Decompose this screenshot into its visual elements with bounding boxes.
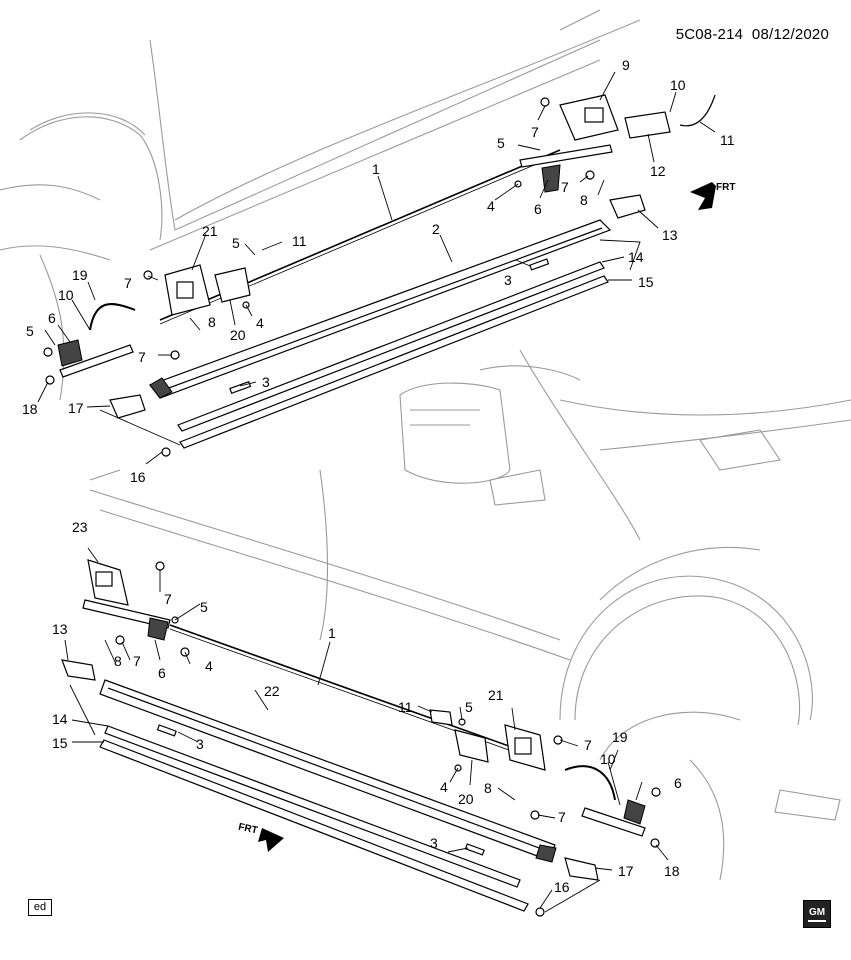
callout-3: 3 xyxy=(262,374,270,390)
callout-7: 7 xyxy=(164,591,172,607)
callout-7: 7 xyxy=(584,737,592,753)
callout-11: 11 xyxy=(398,699,413,715)
diagram-header: 5C08-214 08/12/2020 xyxy=(676,26,829,43)
doc-id: 5C08-214 xyxy=(675,26,744,43)
ed-label: ed xyxy=(28,899,52,916)
callout-22: 22 xyxy=(264,683,280,699)
callout-23: 23 xyxy=(72,519,88,535)
callout-19: 19 xyxy=(612,729,628,745)
callout-6: 6 xyxy=(48,310,56,326)
callout-8: 8 xyxy=(484,780,492,796)
callout-16: 16 xyxy=(130,469,146,485)
callout-5: 5 xyxy=(232,235,240,251)
callout-5: 5 xyxy=(465,699,473,715)
callout-20: 20 xyxy=(230,327,246,343)
callout-18: 18 xyxy=(664,863,680,879)
callout-9: 9 xyxy=(622,57,630,73)
callout-3: 3 xyxy=(196,736,204,752)
frt-label-bottom: FRT xyxy=(237,822,258,837)
callout-4: 4 xyxy=(487,198,495,214)
callout-5: 5 xyxy=(26,323,34,339)
callout-8: 8 xyxy=(208,314,216,330)
callout-7: 7 xyxy=(124,275,132,291)
callout-3: 3 xyxy=(430,835,438,851)
callout-4: 4 xyxy=(205,658,213,674)
callout-14: 14 xyxy=(628,249,644,265)
callout-7: 7 xyxy=(531,124,539,140)
callout-13: 13 xyxy=(52,621,68,637)
callout-11: 11 xyxy=(292,233,307,249)
callout-17: 17 xyxy=(618,863,634,879)
callout-7: 7 xyxy=(561,179,569,195)
callout-11: 11 xyxy=(720,132,735,148)
callout-8: 8 xyxy=(580,192,588,208)
callout-4: 4 xyxy=(440,779,448,795)
callout-16: 16 xyxy=(554,879,570,895)
gm-logo-text: GM xyxy=(808,906,826,918)
callout-10: 10 xyxy=(58,287,74,303)
callout-17: 17 xyxy=(68,400,84,416)
callout-21: 21 xyxy=(202,223,218,239)
frt-arrow-top: FRT xyxy=(690,182,735,210)
top-callouts: 1 2 3 3 4 4 5 5 5 6 6 7 7 7 7 7 8 8 9 10… xyxy=(22,57,735,485)
top-leaders xyxy=(37,71,716,465)
callout-5: 5 xyxy=(200,599,208,615)
bottom-leaders xyxy=(64,547,669,909)
frt-label-top: FRT xyxy=(716,182,735,193)
callout-1: 1 xyxy=(372,161,380,177)
bottom-vehicle-body xyxy=(559,546,841,881)
bottom-callouts: 1 3 3 4 4 5 5 6 6 7 7 7 7 8 8 10 11 13 1… xyxy=(52,519,682,895)
callout-15: 15 xyxy=(52,735,68,751)
callout-14: 14 xyxy=(52,711,68,727)
mid-vehicle-body xyxy=(89,349,851,661)
callout-2: 2 xyxy=(432,221,440,237)
gm-logo: GM xyxy=(803,900,831,928)
bottom-assembly xyxy=(61,559,661,917)
callout-7: 7 xyxy=(133,653,141,669)
callout-10: 10 xyxy=(600,751,616,767)
top-assembly xyxy=(43,94,716,457)
callout-18: 18 xyxy=(22,401,38,417)
callout-3: 3 xyxy=(504,272,512,288)
callout-19: 19 xyxy=(72,267,88,283)
top-vehicle-body xyxy=(0,9,641,401)
callout-20: 20 xyxy=(458,791,474,807)
callout-7: 7 xyxy=(138,349,146,365)
callout-13: 13 xyxy=(662,227,678,243)
callout-21: 21 xyxy=(488,687,504,703)
callout-6: 6 xyxy=(158,665,166,681)
callout-12: 12 xyxy=(650,163,666,179)
callout-1: 1 xyxy=(328,625,336,641)
frt-arrow-bottom: FRT xyxy=(237,822,284,852)
callout-6: 6 xyxy=(674,775,682,791)
callout-5: 5 xyxy=(497,135,505,151)
callout-7: 7 xyxy=(558,809,566,825)
callout-4: 4 xyxy=(256,315,264,331)
callout-6: 6 xyxy=(534,201,542,217)
gm-logo-bar xyxy=(808,919,826,922)
callout-8: 8 xyxy=(114,653,122,669)
callout-10: 10 xyxy=(670,77,686,93)
doc-date: 08/12/2020 xyxy=(751,26,829,43)
callout-15: 15 xyxy=(638,274,654,290)
